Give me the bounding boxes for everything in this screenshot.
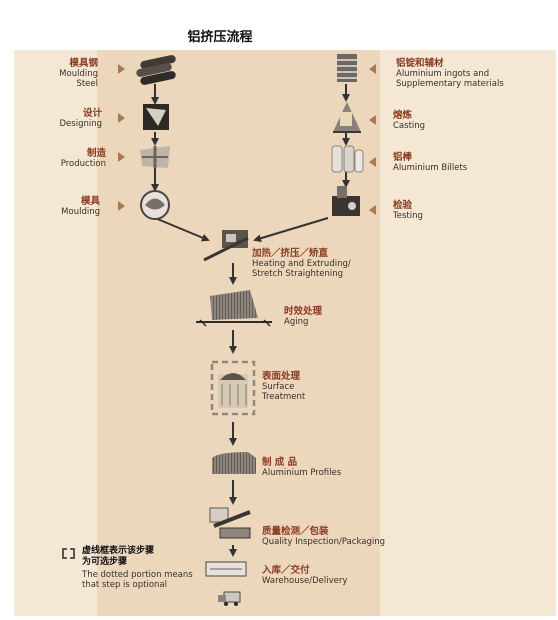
left-step-moulding: 模具 Moulding bbox=[61, 196, 100, 217]
furnace-icon bbox=[333, 102, 361, 133]
center-step-aging: 时效处理 Aging bbox=[284, 306, 323, 327]
left-step-production: 制造 Production bbox=[60, 148, 106, 169]
center-step-packaging: 质量检测／包装 Quality Inspection/Packaging bbox=[262, 526, 385, 547]
page-title: 铝挤压流程 bbox=[187, 30, 253, 45]
pointer-arrow-icon bbox=[369, 157, 376, 167]
center-step-extruding: 加热／挤压／矫直 Heating and Extruding/ Stretch … bbox=[252, 248, 351, 279]
surface-treatment-icon bbox=[210, 360, 256, 416]
pointer-arrow-icon bbox=[369, 64, 376, 74]
center-step-surface: 表面处理 Surface Treatment bbox=[262, 371, 306, 402]
left-step-designing: 设计 Designing bbox=[59, 108, 103, 129]
right-step-ingots: 铝锭和辅材 Aluminium ingots and Supplementary… bbox=[396, 58, 504, 89]
machining-icon bbox=[140, 146, 170, 168]
center-step-delivery: 入库／交付 Warehouse/Delivery bbox=[262, 565, 348, 586]
extrusion-press-icon bbox=[203, 230, 249, 262]
pointer-arrow-icon bbox=[369, 205, 376, 215]
center-step-profiles: 制 成 品 Aluminium Profiles bbox=[262, 457, 342, 478]
right-step-casting: 熔炼 Casting bbox=[393, 110, 426, 131]
dotted-frame-legend-icon bbox=[62, 548, 75, 559]
ingot-stack-icon bbox=[337, 54, 357, 82]
flow-arrows bbox=[151, 84, 350, 557]
die-mould-icon bbox=[140, 190, 170, 220]
pointer-arrow-icon bbox=[118, 64, 125, 74]
pointer-arrow-icon bbox=[369, 115, 376, 125]
left-step-moulding-steel: 模具钢 Moulding Steel bbox=[59, 58, 98, 89]
packaging-icon bbox=[209, 507, 251, 539]
right-step-billets: 铝棒 Aluminium Billets bbox=[393, 152, 468, 173]
legend-note-english: The dotted portion means that step is op… bbox=[82, 570, 193, 590]
profile-bundle-icon bbox=[212, 452, 256, 474]
design-blueprint-icon bbox=[143, 104, 169, 130]
testing-device-icon bbox=[332, 186, 360, 216]
billet-icon bbox=[331, 145, 364, 173]
center-band bbox=[97, 50, 380, 616]
pointer-arrow-icon bbox=[118, 152, 125, 162]
delivery-truck-icon bbox=[205, 561, 247, 606]
pointer-arrow-icon bbox=[118, 113, 125, 123]
aging-oven-icon bbox=[196, 290, 272, 327]
pointer-arrow-icon bbox=[118, 201, 125, 211]
steel-bars-icon bbox=[136, 55, 176, 85]
right-step-testing: 检验 Testing bbox=[393, 200, 423, 221]
legend-note-chinese: 虚线框表示该步骤 为可选步骤 bbox=[82, 546, 155, 567]
